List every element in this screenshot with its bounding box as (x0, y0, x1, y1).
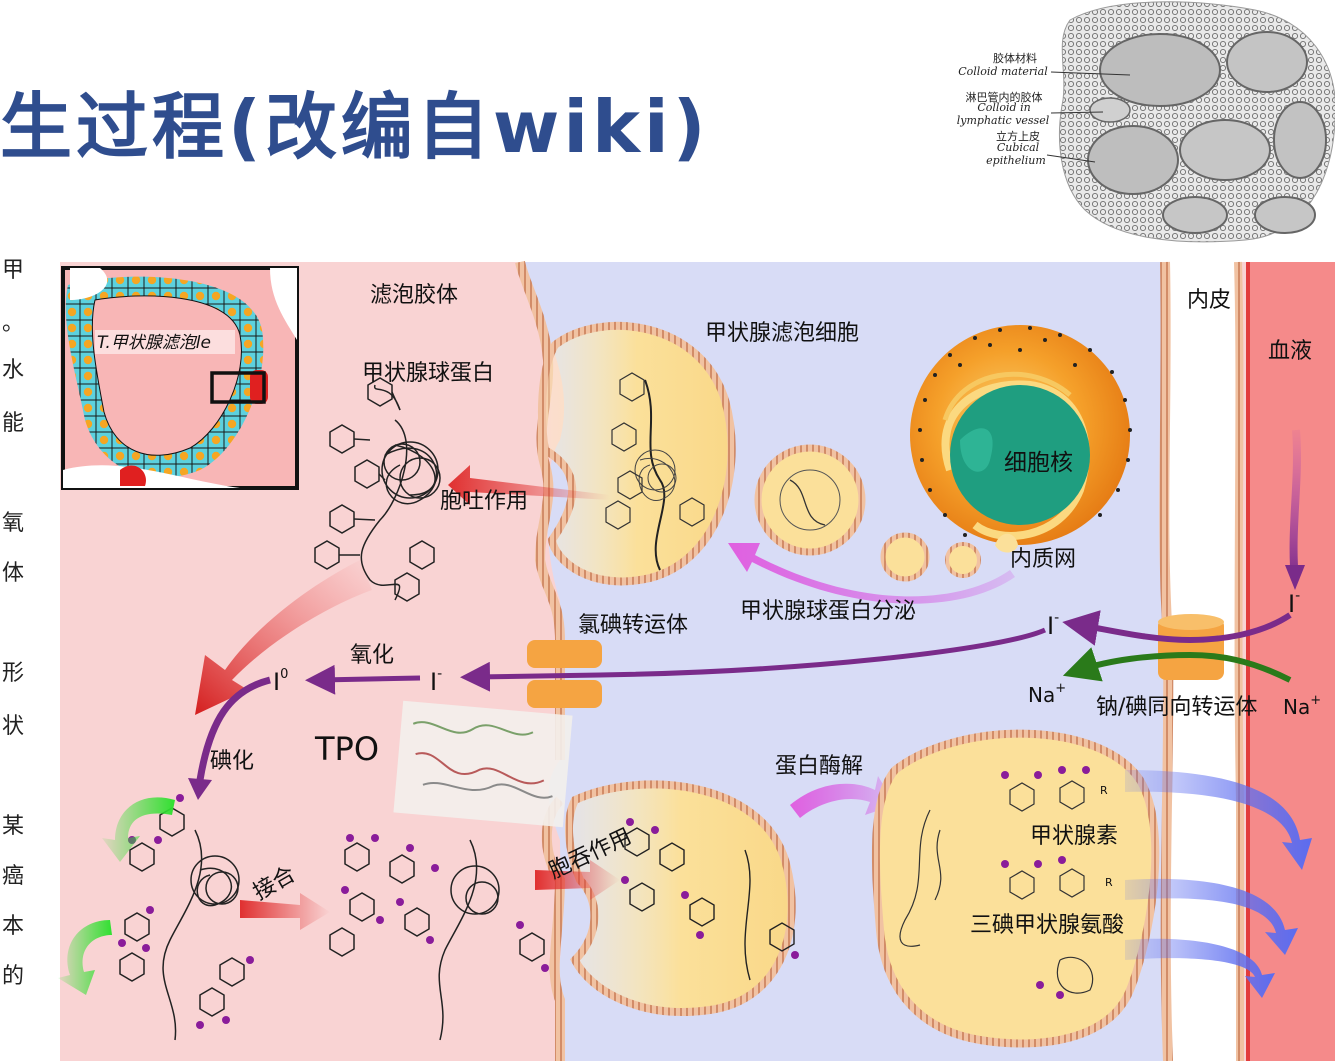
micro-label-lymph-en2: lymphatic vessel (956, 114, 1050, 127)
label-nis: 钠/碘同向转运体 (1096, 695, 1257, 720)
label-i0: I0 (273, 667, 288, 696)
label-endothelium: 内皮 (1187, 288, 1231, 313)
label-t3: 三碘甲状腺氨酸 (970, 913, 1124, 938)
left-text-char: 某 (1, 814, 24, 839)
pendrin-transporter (527, 640, 602, 708)
iodination-purple-arrow (196, 676, 271, 781)
page-title: 生过程(改编自wiki) (0, 85, 710, 169)
label-iodination: 碘化 (210, 749, 254, 774)
endothelial-membrane (1234, 261, 1244, 1061)
label-iodide-colloid: I- (430, 666, 442, 696)
left-text-char: 体 (1, 561, 24, 586)
hormone-release-arrow-2 (1125, 878, 1298, 955)
micrograph-drawing (1046, 1, 1335, 243)
iodine-atoms-left (118, 794, 254, 1029)
left-text-char: 氧 (1, 511, 24, 536)
left-text-char: 能 (1, 411, 24, 436)
left-text-char: 的 (1, 964, 24, 989)
lysosome (871, 729, 1160, 1048)
iodide-transport-arrow (460, 627, 1047, 692)
exocytosis-arrow (448, 465, 610, 505)
green-curve-arrow-2 (58, 920, 112, 995)
micro-label-colloid-cn: 胶体材料 (993, 52, 1037, 65)
blood-region (1248, 262, 1335, 1061)
iodine-atoms-middle (341, 834, 549, 972)
micro-label-lymph-en1: Colloid in (977, 101, 1031, 114)
coupled-thyroglobulin (329, 839, 545, 1041)
oxidation-arrow (305, 664, 421, 695)
micro-label-colloid-en: Colloid material (958, 65, 1048, 78)
tpo-image (393, 700, 573, 828)
apical-membrane (515, 260, 565, 760)
label-thyroglobulin: 甲状腺球蛋白 (362, 361, 494, 386)
label-tpo: TPO (314, 730, 379, 768)
left-text-char: 。 (1, 311, 24, 336)
label-sodium-cell: Na+ (1028, 681, 1066, 707)
follicle-inset: T.甲状腺滤泡le (61, 266, 299, 490)
blood-iodide-arrow (1289, 429, 1301, 581)
label-colloid: 滤泡胶体 (370, 283, 458, 308)
iodination-red-arrow (195, 560, 372, 715)
tg-secretion-arrow (728, 543, 1015, 604)
label-nucleus: 细胞核 (1004, 450, 1073, 476)
label-r-group-1: R (1100, 784, 1108, 797)
label-er: 内质网 (1010, 547, 1076, 572)
label-iodide-blood: I- (1288, 588, 1300, 618)
micro-label-cubical-en1: Cubical (996, 141, 1040, 154)
label-tg-secretion: 甲状腺球蛋白分泌 (740, 599, 916, 624)
inset-label: T.甲状腺滤泡le (97, 333, 211, 353)
micro-label-lymph-cn: 淋巴管内的胶体 (965, 91, 1043, 104)
iodinated-thyroglobulin (119, 807, 245, 1041)
label-exocytosis: 胞吐作用 (440, 489, 528, 514)
thyroglobulin-molecule (314, 377, 441, 602)
green-curve-arrow-1 (102, 797, 175, 862)
left-text-char: 甲 (1, 258, 24, 283)
label-iodide-cell: I- (1047, 610, 1059, 640)
left-text-char: 癌 (1, 864, 24, 889)
thyroid-micrograph: 胶体材料 Colloid material 淋巴管内的胶体 Colloid in… (955, 0, 1335, 245)
hormone-release-arrow-1 (1125, 770, 1312, 870)
nucleus-complex (910, 325, 1132, 553)
label-r-group-2: R (1105, 876, 1113, 889)
secretory-vesicles (754, 444, 981, 582)
left-text-char: 形 (1, 661, 24, 686)
left-text-char: 本 (1, 914, 24, 939)
micro-label-cubical-en2: epithelium (986, 154, 1046, 167)
label-blood: 血液 (1268, 339, 1312, 364)
coupling-arrow (240, 893, 330, 930)
label-sodium-blood: Na+ (1283, 693, 1321, 719)
nis-transporter (1062, 610, 1292, 683)
label-oxidation: 氧化 (350, 643, 394, 668)
label-proteolysis: 蛋白酶解 (775, 754, 863, 779)
endocytosis-arrow (535, 860, 620, 900)
left-text-char: 水 (1, 358, 24, 383)
micro-label-cubical-cn: 立方上皮 (996, 130, 1040, 143)
proteolysis-arrow (790, 776, 895, 818)
label-follicular-cell: 甲状腺滤泡细胞 (705, 321, 859, 346)
label-thyroxine: 甲状腺素 (1030, 824, 1118, 849)
exocytosis-vesicle (538, 321, 736, 586)
left-text-char: 状 (1, 714, 24, 739)
hormone-release-arrow-3 (1125, 938, 1275, 998)
label-pendrin: 氯碘转运体 (578, 613, 688, 638)
